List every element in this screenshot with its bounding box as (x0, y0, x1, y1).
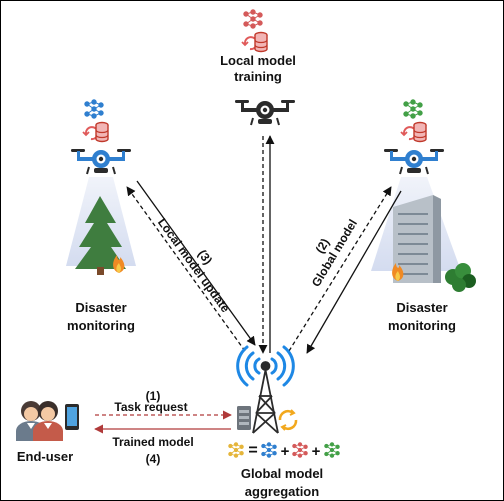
drone-icon (70, 148, 132, 175)
neural-network-icon (228, 442, 244, 458)
plus-sign-1: + (281, 443, 290, 460)
top-node-label-line1: Local model (220, 53, 296, 68)
neural-network-icon (243, 9, 263, 29)
top-client: Local model training (220, 9, 296, 126)
neural-network-icon (324, 442, 340, 458)
person-icon (33, 401, 63, 441)
step-3-label: (3) (195, 247, 215, 267)
sync-database-icon (241, 31, 268, 53)
aggregation-equation: = + + (228, 442, 340, 460)
end-user: End-user (16, 401, 79, 464)
end-user-label: End-user (17, 449, 73, 464)
right-node-label-line2: monitoring (388, 318, 456, 333)
neural-network-icon (292, 442, 308, 458)
local-model-update-label: (3) Local model update (155, 216, 233, 316)
edge-left (126, 180, 256, 352)
drone-icon (383, 148, 445, 175)
task-request-text: Task request (114, 400, 187, 414)
bush-icon (445, 263, 476, 292)
edge-right (288, 186, 402, 354)
sync-database-icon (82, 121, 109, 143)
step-1-label: (1) (146, 389, 161, 403)
tree-icon (75, 196, 126, 275)
tower-label-line1: Global model (241, 466, 323, 481)
equals-sign: = (248, 442, 257, 459)
step-2-label: (2) (313, 236, 333, 256)
top-node-label-line2: training (234, 69, 282, 84)
edge-task-request: (1) Task request (95, 389, 232, 420)
step-4-label: (4) (146, 452, 161, 466)
edge-trained-model: Trained model (4) (94, 424, 231, 466)
building-icon (393, 195, 441, 283)
base-station (236, 345, 298, 434)
trained-model-text: Trained model (112, 435, 193, 449)
neural-network-icon (403, 99, 423, 119)
neural-network-icon (84, 99, 104, 119)
local-model-update-text: Local model update (155, 216, 233, 316)
drone-icon (234, 99, 296, 126)
left-client: Disaster monitoring (66, 99, 136, 333)
sync-database-icon (400, 121, 427, 143)
plus-sign-2: + (312, 443, 321, 460)
cell-tower-icon (252, 361, 279, 434)
right-client: Disaster monitoring (371, 99, 476, 333)
edge-top (258, 135, 275, 354)
right-node-label-line1: Disaster (396, 300, 447, 315)
signal-waves-icon (236, 345, 295, 387)
smartphone-icon (65, 404, 79, 430)
neural-network-icon (261, 442, 277, 458)
left-node-label-line2: monitoring (67, 318, 135, 333)
refresh-icon (278, 409, 298, 431)
server-icon (237, 406, 251, 430)
tower-label-line2: aggregation (245, 484, 319, 499)
left-node-label-line1: Disaster (75, 300, 126, 315)
